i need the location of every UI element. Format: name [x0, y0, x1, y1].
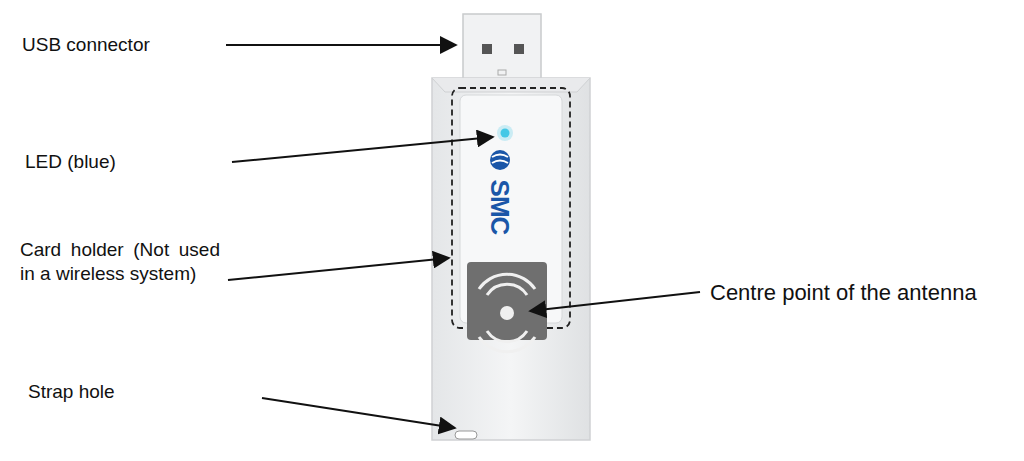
- usb-plug: [463, 14, 541, 80]
- part-label: Strap hole: [28, 380, 115, 404]
- usb-contact-hole: [514, 44, 524, 54]
- usb-contact-hole: [482, 44, 492, 54]
- holder-top-edge: [432, 78, 590, 92]
- part-label: LED (blue): [25, 150, 116, 174]
- antenna-waves: [479, 274, 535, 351]
- leader-arrow: [530, 292, 700, 311]
- antenna-centre: [500, 306, 514, 320]
- logo-mark-stripes: [492, 155, 508, 164]
- leader-arrow: [232, 137, 493, 162]
- usb-notch: [498, 70, 506, 75]
- led-glow: [497, 125, 513, 141]
- holder-frame: [432, 78, 590, 440]
- logo-mark: [490, 150, 510, 170]
- leader-arrow: [226, 44, 456, 46]
- leader-arrow: [228, 258, 449, 280]
- antenna-pad: [467, 262, 547, 340]
- leader-arrow: [262, 398, 455, 428]
- part-label: Centre point of the antenna: [710, 279, 977, 307]
- part-label: Card holder (Not used in a wireless syst…: [20, 238, 220, 286]
- strap-hole: [455, 431, 477, 439]
- part-label: USB connector: [22, 33, 150, 57]
- brand-logo-text: SMC: [486, 180, 514, 235]
